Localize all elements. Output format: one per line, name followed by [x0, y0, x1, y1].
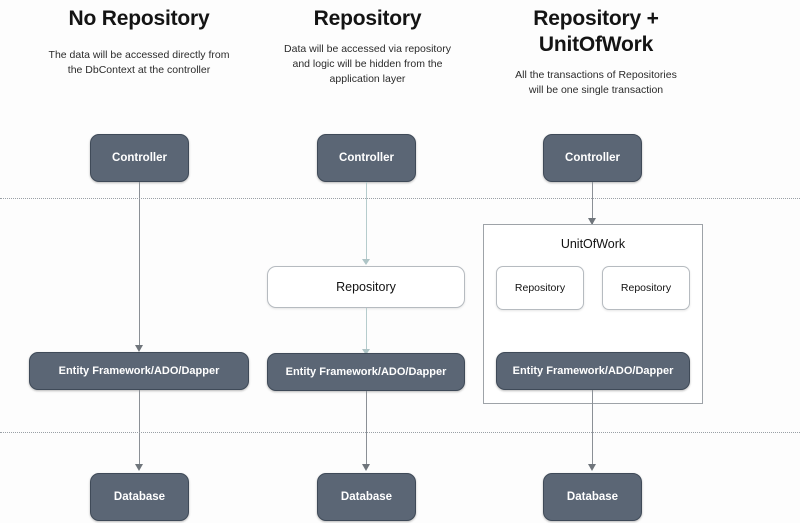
connector-controller-to-unitofwork-col3	[592, 182, 593, 224]
node-data-access-col2[interactable]: Entity Framework/ADO/Dapper	[267, 353, 465, 391]
connector-controller-to-data-access-col1	[139, 182, 140, 348]
column-subtitle-repository: Data will be accessed via repository and…	[284, 43, 451, 85]
arrowhead-database-col2	[362, 464, 370, 471]
column-title-repository: Repository	[313, 7, 422, 30]
arrowhead-data-access-col1	[135, 345, 143, 352]
arrowhead-database-col3	[588, 464, 596, 471]
column-title-no-repository: No Repository	[68, 7, 210, 30]
layer-divider-data	[0, 432, 800, 433]
connector-data-access-to-database-col2	[366, 391, 367, 468]
node-data-access-col3[interactable]: Entity Framework/ADO/Dapper	[496, 352, 690, 390]
node-controller-col1[interactable]: Controller	[90, 134, 189, 182]
column-title-repository-unitofwork: Repository + UnitOfWork	[533, 7, 659, 56]
node-database-col1[interactable]: Database	[90, 473, 189, 521]
arrowhead-data-access-col2	[362, 349, 370, 355]
node-controller-col2[interactable]: Controller	[317, 134, 416, 182]
node-data-access-col1[interactable]: Entity Framework/ADO/Dapper	[29, 352, 249, 390]
arrowhead-repository-col2	[362, 259, 370, 265]
connector-unitofwork-to-database-col3	[592, 390, 593, 468]
column-subtitle-no-repository: The data will be accessed directly from …	[48, 49, 230, 76]
node-repository-right-col3[interactable]: Repository	[602, 266, 690, 310]
arrowhead-unitofwork-col3	[588, 218, 596, 225]
column-subtitle-repository-unitofwork: All the transactions of Repositories wil…	[515, 69, 677, 96]
node-repository-left-col3[interactable]: Repository	[496, 266, 584, 310]
group-unitofwork-title: UnitOfWork	[560, 237, 626, 251]
node-controller-col3[interactable]: Controller	[543, 134, 642, 182]
layer-divider-presentation	[0, 198, 800, 199]
node-repository-col2[interactable]: Repository	[267, 266, 465, 308]
node-database-col3[interactable]: Database	[543, 473, 642, 521]
arrowhead-database-col1	[135, 464, 143, 471]
node-database-col2[interactable]: Database	[317, 473, 416, 521]
connector-data-access-to-database-col1	[139, 390, 140, 468]
connector-repository-to-data-access-col2	[366, 308, 367, 353]
connector-controller-to-repository-col2	[366, 182, 367, 262]
